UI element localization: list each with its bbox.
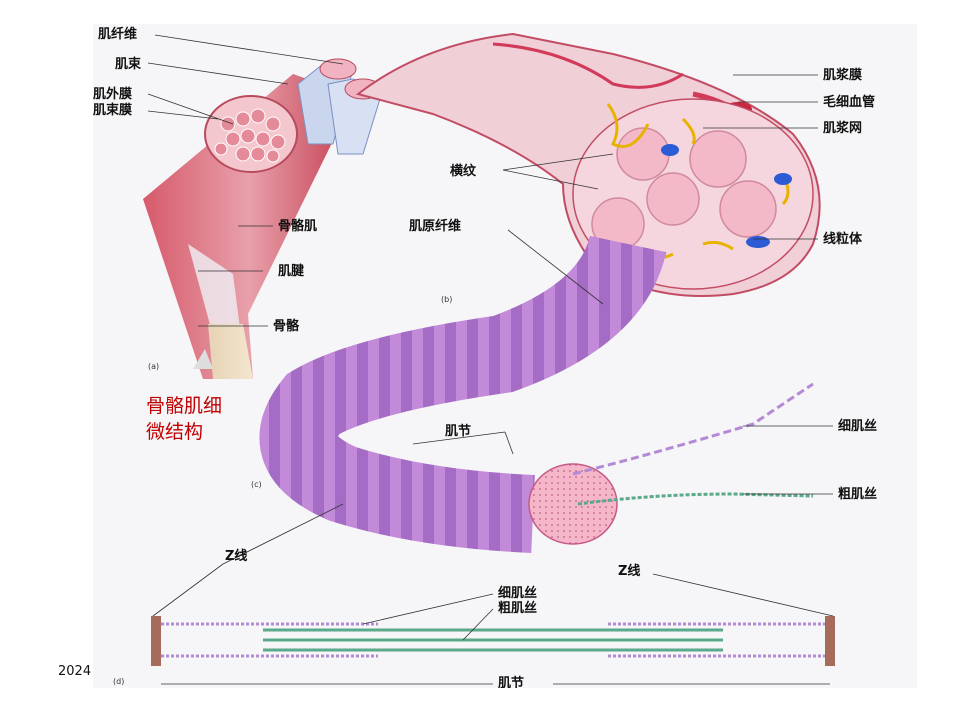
label-thin-filament-d: 细肌丝: [498, 585, 537, 601]
panel-label-b: (b): [441, 295, 452, 304]
muscle-structure-figure: (b) (c) (d) (a): [93, 24, 917, 691]
capillary-vessel: [492, 42, 684, 89]
muscle-diagram-svg: (b) (c) (d) (a): [93, 26, 877, 691]
label-mitochondria: 线粒体: [823, 231, 863, 247]
label-bone: 骨骼: [273, 318, 300, 334]
label-thin-filament: 细肌丝: [838, 418, 877, 434]
thick-filament-strand: [577, 492, 814, 506]
myofibril-tube: (c): [251, 234, 814, 553]
footer-date: 2024: [58, 664, 92, 679]
muscle-fiber: (b): [355, 32, 821, 304]
label-striations: 横纹: [450, 163, 477, 179]
z-disc-right: [825, 616, 835, 666]
label-tendon: 肌腱: [278, 263, 305, 279]
label-capillary: 毛细血管: [823, 94, 875, 110]
side-caption: 骨骼肌细微结构: [146, 395, 223, 443]
label-perimysium: 肌束膜: [93, 102, 132, 118]
fascicle-tubes: [297, 58, 384, 155]
label-skeletal-muscle: 骨骼肌: [278, 218, 317, 234]
label-thick-filament-d: 粗肌丝: [498, 600, 537, 616]
myofibril-ends: [591, 127, 777, 251]
label-sarcomere: 肌节: [445, 423, 471, 439]
bone-shape: [208, 324, 253, 379]
label-sarcolemma: 肌浆膜: [823, 67, 862, 83]
label-z-line-right: Z线: [618, 563, 640, 579]
label-sarcoplasmic-reticulum: 肌浆网: [823, 120, 862, 136]
label-sarcomere-d: 肌节: [498, 675, 524, 688]
whole-muscle: [143, 58, 384, 379]
label-myofibril: 肌原纤维: [409, 218, 461, 234]
panel-label-c: (c): [251, 480, 262, 489]
panel-label-a: (a): [148, 362, 159, 371]
myofibril-end-face: [528, 463, 618, 545]
label-epimysium: 肌外膜: [93, 86, 132, 102]
label-thick-filament: 粗肌丝: [838, 486, 877, 502]
label-muscle-fiber: 肌纤维: [98, 26, 137, 42]
panel-label-d: (d): [113, 677, 124, 686]
sarcomere-detail: (d): [113, 616, 835, 686]
leader-lines: [147, 34, 834, 685]
label-z-line-left: Z线: [225, 548, 247, 564]
z-disc-left: [151, 616, 161, 666]
thin-filament-strand: [572, 382, 814, 476]
label-fascicle: 肌束: [115, 56, 142, 72]
